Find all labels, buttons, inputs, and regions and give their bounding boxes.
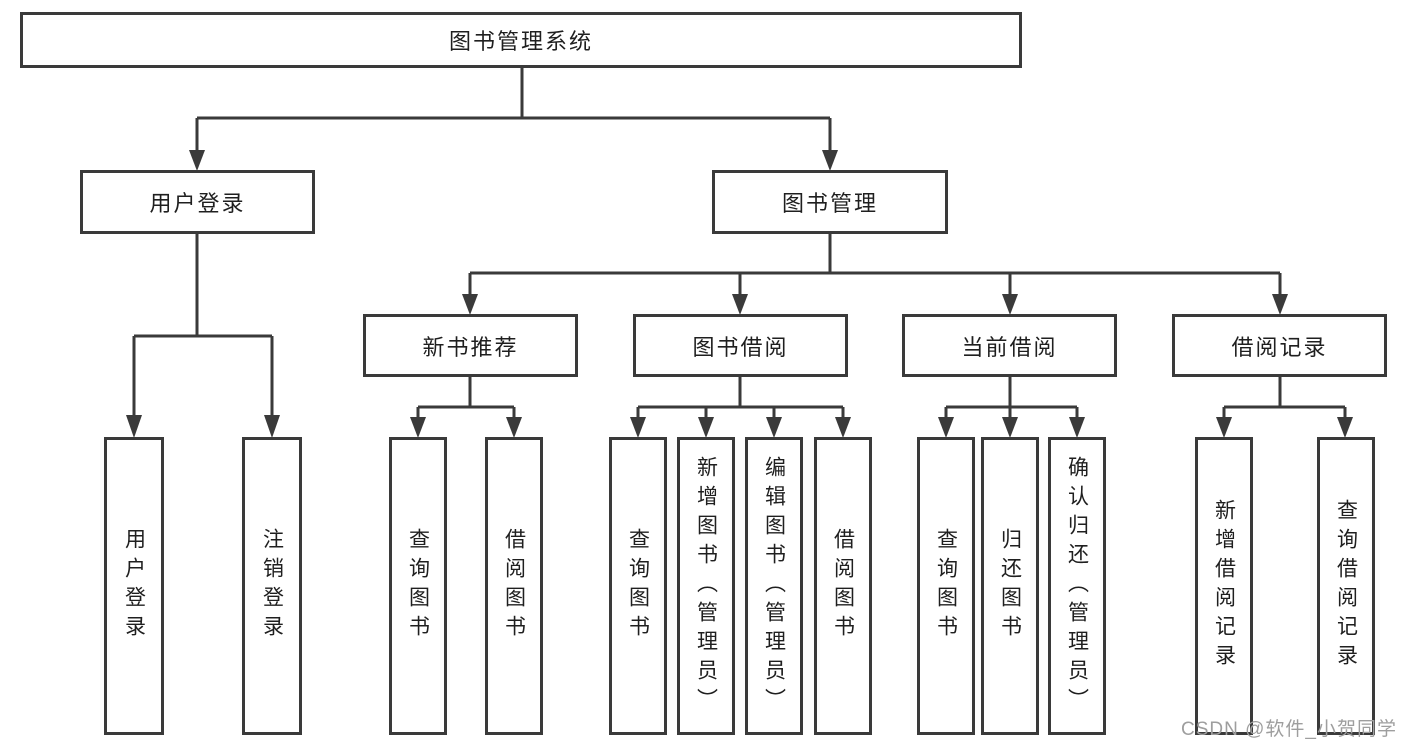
- node-leaf-query-borrow-record-label: 查询借阅记录: [1334, 499, 1358, 673]
- node-user-login-group-label: 用户登录: [149, 191, 246, 216]
- node-leaf-confirm-return-admin-label: 确认归还（管理员）: [1065, 455, 1089, 717]
- node-borrowing-records-label: 借阅记录: [1231, 334, 1328, 360]
- node-leaf-borrow-books-label: 借阅图书: [831, 528, 855, 644]
- node-user-login-group: 用户登录: [80, 170, 315, 234]
- node-current-borrowing-label: 当前借阅: [961, 334, 1058, 360]
- node-root-label: 图书管理系统: [448, 29, 593, 54]
- node-leaf-return-books-label: 归还图书: [998, 528, 1022, 644]
- node-leaf-user-login-label: 用户登录: [122, 528, 146, 644]
- node-leaf-add-borrow-record-label: 新增借阅记录: [1212, 499, 1236, 673]
- node-book-management: 图书管理: [712, 170, 948, 234]
- node-leaf-edit-books-admin-label: 编辑图书（管理员）: [762, 455, 786, 717]
- node-leaf-query-books-current: 查询图书: [917, 437, 975, 735]
- node-leaf-return-books: 归还图书: [981, 437, 1039, 735]
- node-leaf-query-borrow-record: 查询借阅记录: [1317, 437, 1375, 735]
- node-new-book-recommend: 新书推荐: [363, 314, 578, 377]
- node-current-borrowing: 当前借阅: [902, 314, 1117, 377]
- node-leaf-user-login: 用户登录: [104, 437, 164, 735]
- node-leaf-query-books-recommend-label: 查询图书: [406, 528, 430, 644]
- node-new-book-recommend-label: 新书推荐: [422, 334, 519, 360]
- node-leaf-add-borrow-record: 新增借阅记录: [1195, 437, 1253, 735]
- node-leaf-add-books-admin-label: 新增图书（管理员）: [694, 455, 718, 717]
- node-book-borrowing-label: 图书借阅: [692, 334, 789, 360]
- csdn-watermark: CSDN @软件_小贺同学: [1181, 719, 1397, 740]
- node-leaf-edit-books-admin: 编辑图书（管理员）: [745, 437, 803, 735]
- node-root: 图书管理系统: [20, 12, 1022, 68]
- node-leaf-borrow-books-recommend: 借阅图书: [485, 437, 543, 735]
- node-leaf-query-books-recommend: 查询图书: [389, 437, 447, 735]
- node-leaf-query-books-current-label: 查询图书: [934, 528, 958, 644]
- node-book-management-label: 图书管理: [781, 191, 878, 216]
- node-leaf-borrow-books: 借阅图书: [814, 437, 872, 735]
- node-borrowing-records: 借阅记录: [1172, 314, 1387, 377]
- node-leaf-borrow-books-recommend-label: 借阅图书: [502, 528, 526, 644]
- node-leaf-add-books-admin: 新增图书（管理员）: [677, 437, 735, 735]
- node-leaf-logout: 注销登录: [242, 437, 302, 735]
- node-leaf-query-books-borrow-label: 查询图书: [626, 528, 650, 644]
- node-leaf-logout-label: 注销登录: [260, 528, 284, 644]
- node-leaf-query-books-borrow: 查询图书: [609, 437, 667, 735]
- node-book-borrowing: 图书借阅: [633, 314, 848, 377]
- node-leaf-confirm-return-admin: 确认归还（管理员）: [1048, 437, 1106, 735]
